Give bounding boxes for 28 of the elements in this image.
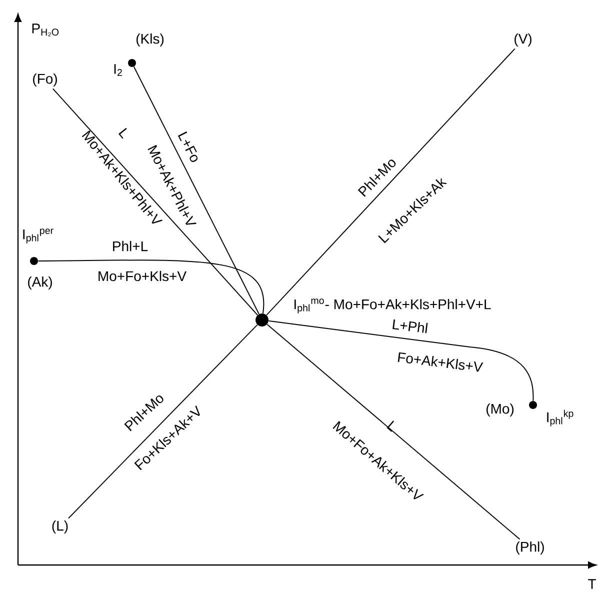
phase-boundary	[38, 260, 264, 314]
axis-label: P$_{H₂O}$	[32, 24, 59, 36]
phase-boundary	[133, 66, 260, 315]
phase-boundary	[68, 324, 258, 519]
phase-boundary	[266, 48, 516, 316]
reaction-label: L+Phl	[392, 319, 428, 334]
curve-label: (Phl)	[516, 541, 544, 555]
curve-label: (L)	[52, 520, 68, 534]
point-label: (Kls)	[136, 33, 164, 47]
phase-boundary	[268, 320, 534, 402]
curve-label: (Fo)	[33, 73, 57, 87]
invariant-point	[128, 59, 136, 67]
point-label: (Ak)	[28, 276, 52, 290]
reaction-label: Fo+Ak+Kls+V	[398, 352, 484, 372]
point-label: (Mo)	[486, 403, 514, 417]
reaction-label: Phl+L	[113, 240, 148, 252]
invariant-point	[30, 257, 38, 265]
point-label: I$_{2}$	[114, 64, 122, 76]
axis-label: T	[588, 579, 596, 589]
point-label: I$_{phl}$kp	[547, 410, 574, 426]
phase-boundary	[266, 324, 520, 540]
curve-label: (V)	[514, 33, 532, 47]
point-label: I$_{phl}$$^{mo}$- Mo+Fo+Ak+Kls+Phl+V+L	[294, 298, 491, 314]
reaction-label: Mo+Fo+Kls+V	[98, 270, 186, 282]
invariant-point	[529, 401, 537, 409]
point-label: I$_{phl}$per	[23, 228, 54, 244]
invariant-point	[256, 314, 268, 326]
phase-boundary	[52, 88, 258, 316]
